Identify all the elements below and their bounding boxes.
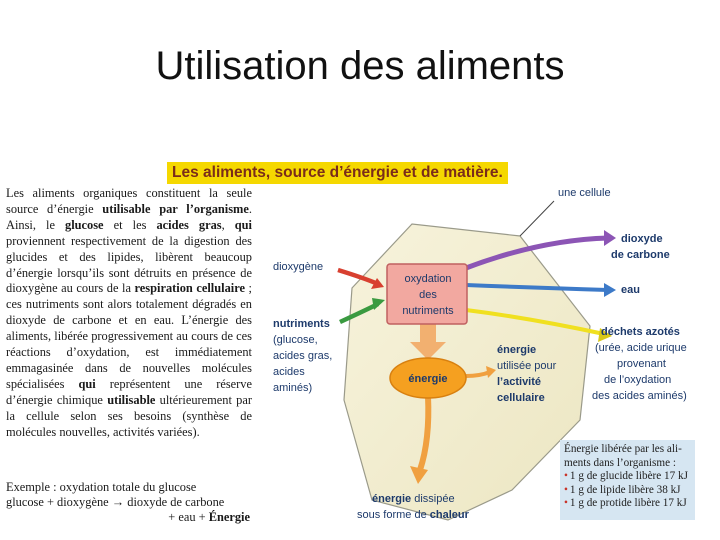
info-item-lipide-text: 1 g de lipide libère 38 kJ [569,483,681,496]
energy-oval-label: énergie [408,373,447,385]
waste-detail-1: (urée, acide urique [595,342,687,354]
info-item-protide-text: 1 g de protide libère 17 kJ [569,497,687,510]
heat-energy-word: énergie [372,493,411,505]
info-item-glucide: •1 g de glucide libère 17 kJ [564,470,691,484]
paragraph-run: ; ces nutriments sont alors totalement d… [6,281,252,391]
co2-label-1: dioxyde [621,233,663,245]
energy-used-label: énergie [497,344,536,356]
nutrients-detail-2: acides gras, [273,350,332,362]
energy-used-detail-2: l’activité [497,376,541,388]
bullet-icon: • [564,483,568,496]
oxidation-to-energy-arrow [410,324,446,360]
water-label: eau [621,284,640,296]
heat-label-1: énergie dissipée [372,493,455,505]
nutrients-arrowhead [372,298,385,310]
water-arrowhead [604,283,616,297]
bullet-icon: • [564,470,568,483]
example-energy: Énergie [208,510,250,524]
example-intro: Exemple : oxydation totale du glucose [6,480,197,494]
nutrients-detail-3: acides [273,366,305,378]
paragraph-run: ultérieurement par la cellule selon ses … [6,392,253,439]
waste-label: déchets azotés [601,326,680,338]
explanation-paragraph: Les aliments organiques constituent la s… [6,186,252,441]
heat-dissipated: dissipée [411,493,454,505]
heat-label-2: sous forme de chaleur [357,509,470,521]
waste-detail-4: des acides aminés) [592,390,687,402]
paragraph-run: Les aliments organiques constituent la s… [6,186,252,216]
paragraph-run: proviennent respectivement de la digesti… [6,233,252,296]
paragraph-run: . Ainsi, le [6,201,252,232]
cell-label: une cellule [558,187,611,199]
paragraph-run: , [221,217,235,232]
example-reaction: glucose + dioxygène → dioxyde de carbone [6,495,252,510]
co2-arrow [465,235,609,271]
energy-used-detail-1: utilisée pour [497,360,557,372]
example-reactants: glucose + dioxygène [6,495,109,509]
heat-word: chaleur [430,509,470,521]
paragraph-run: utilisable par l’organisme [102,201,249,216]
info-item-glucide-text: 1 g de glucide libère 17 kJ [569,470,688,483]
oxidation-line-2: des [419,289,437,301]
paragraph-run: respiration cellulaire [134,281,245,296]
waste-arrowhead [598,328,612,342]
info-item-lipide: •1 g de lipide libère 38 kJ [564,484,691,498]
section-heading: Les aliments, source d’énergie et de mat… [167,162,508,184]
paragraph-run: glucose [65,217,104,232]
example-products: dioxyde de carbone [127,495,225,509]
cell-label-pointer [519,200,555,237]
example-products-prefix: + eau + [168,510,209,524]
slide-title: Utilisation des aliments [155,44,565,88]
reaction-arrow-icon: → [111,495,125,509]
paragraph-run: représentent une réserve d’énergie chimi… [6,376,252,407]
paragraph-run: qui [78,376,96,391]
bullet-icon: • [564,497,568,510]
heat-arrow [417,395,432,471]
co2-arrowhead [604,230,616,246]
nutrients-detail-1: (glucose, [273,334,318,346]
energy-info-box: Énergie libérée par les ali- ments dans … [560,440,695,520]
paragraph-run: utilisable [107,392,156,407]
example-equation: Exemple : oxydation totale du glucose gl… [6,480,252,525]
oxidation-line-3: nutriments [402,305,454,317]
energy-used-detail-3: cellulaire [497,392,545,404]
co2-label-2: de carbone [611,249,670,261]
waste-detail-2: provenant [617,358,666,370]
energy-oval [389,357,467,399]
paragraph-run: acides gras [156,217,222,232]
dioxygen-label: dioxygène [273,261,323,273]
nutrients-detail-4: aminés) [273,382,312,394]
info-heading-2: ments dans l’organisme : [564,456,676,469]
waste-detail-3: de l’oxydation [604,374,671,386]
oxidation-box [386,263,468,325]
waste-arrow [465,308,605,336]
water-arrow [465,283,609,292]
paragraph-run: et les [103,217,157,232]
heat-prefix: sous forme de [357,509,430,521]
nutrients-label: nutriments [273,318,330,330]
energy-used-arrowhead [486,366,496,378]
oxidation-line-1: oxydation [404,273,451,285]
dioxygen-arrowhead [371,278,384,289]
heat-arrowhead [410,466,428,484]
paragraph-run: qui [234,217,252,232]
info-heading-1: Énergie libérée par les ali- [564,443,682,455]
info-item-protide: •1 g de protide libère 17 kJ [564,497,691,511]
example-products-continued: + eau + Énergie [6,510,252,525]
